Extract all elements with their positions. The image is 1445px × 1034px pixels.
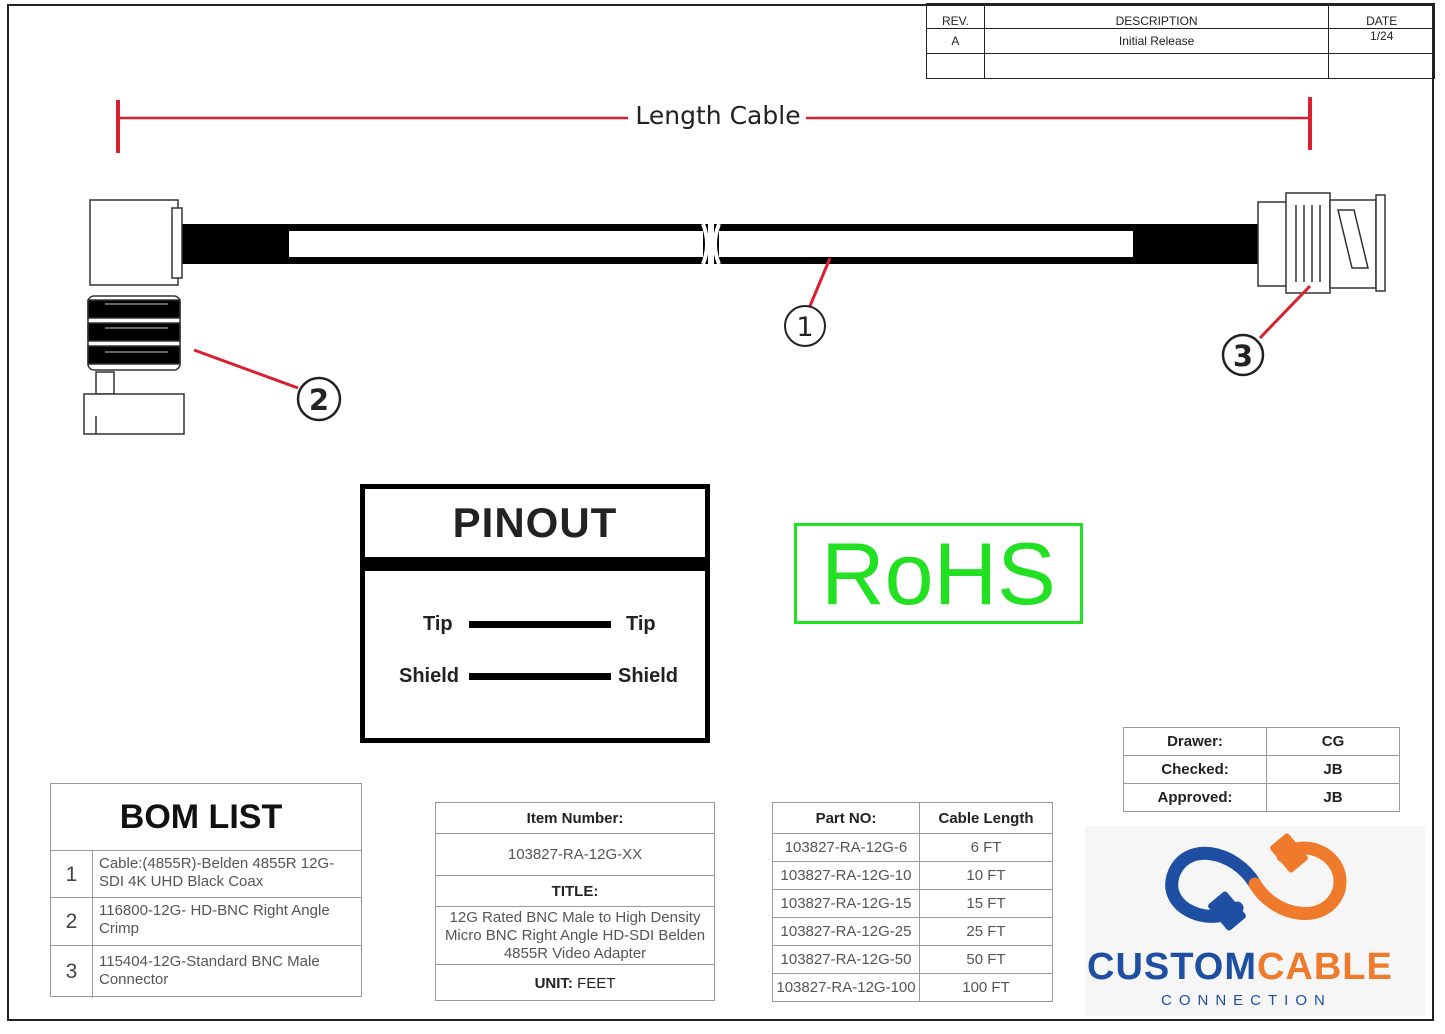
bom-row-1: 1 Cable:(4855R)-Belden 4855R 12G-SDI 4K … [51,850,361,898]
cable-drawing: Length Cable 1 [83,97,1386,435]
pin-shield-right: Shield [618,665,679,687]
bom-row-3: 3 115404-12G-Standard BNC Male Connector [51,945,361,998]
cable-length: 50 FT [919,945,1053,974]
approved-value: JB [1266,783,1400,812]
infinity-cable-icon [1165,833,1347,931]
svg-text:3: 3 [1233,339,1253,373]
bom-num: 1 [51,851,93,898]
pinout-divider [365,557,705,571]
logo-subtitle: CONNECTION [1161,992,1332,1009]
bom-desc: Cable:(4855R)-Belden 4855R 12G-SDI 4K UH… [99,855,335,890]
company-logo: CUSTOMCABLE CONNECTION [1085,826,1425,1016]
item-number-label: Item Number: [526,810,624,827]
straight-bnc-connector [1257,192,1386,294]
length-dimension: Length Cable [116,97,1312,153]
bom-title: BOM LIST [119,798,283,836]
part-no: 103827-RA-12G-10 [772,861,920,890]
pin-tip-left: Tip [423,613,453,635]
checked-label: Checked: [1123,755,1267,784]
svg-text:1: 1 [796,312,813,343]
length-label: Length Cable [635,101,800,130]
title-block: Item Number: 103827-RA-12G-XX TITLE: 12G… [435,802,715,1001]
part-no: 103827-RA-12G-15 [772,889,920,918]
drawer-value: CG [1266,727,1400,756]
callout-2: 2 [193,348,342,422]
title-label: TITLE: [436,875,714,907]
description-header: DESCRIPTION [983,3,1330,29]
unit-label: UNIT: [534,975,573,992]
bom-desc: 115404-12G-Standard BNC Male Connector [99,953,320,988]
pinout-box: PINOUT Tip Tip Shield Shield [360,484,710,743]
title-value: 12G Rated BNC Male to High Density Micro… [436,906,714,964]
unit-row: UNIT: FEET [436,964,714,1002]
date-value: 1/24 [1328,28,1435,54]
rev-empty [926,53,985,79]
callout-1: 1 [784,257,832,347]
approved-label: Approved: [1123,783,1267,812]
unit-value: FEET [577,975,616,992]
drawing-frame [7,4,1434,1021]
revision-table: REV. DESCRIPTION DATE A Initial Release … [926,3,1435,79]
part-no-header: Part NO: [772,802,920,834]
date-empty [1328,53,1435,79]
bom-num: 3 [51,946,93,998]
pin-shield-wire [469,673,611,680]
cable-length-header: Cable Length [919,802,1053,834]
pin-tip-right: Tip [626,613,656,635]
logo-word-custom: CUSTOM [1087,946,1257,988]
checked-value: JB [1266,755,1400,784]
bom-list: BOM LIST 1 Cable:(4855R)-Belden 4855R 12… [50,783,362,998]
part-no: 103827-RA-12G-6 [772,833,920,862]
bom-desc: 116800-12G- HD-BNC Right Angle Crimp [99,902,330,937]
cable-length: 100 FT [919,973,1053,1002]
signature-table: Drawer: CG Checked: JB Approved: JB [1123,727,1400,812]
pin-shield-left: Shield [399,665,460,687]
cable-body [178,223,1262,265]
right-angle-bnc-connector [83,199,185,435]
pinout-title: PINOUT [452,499,618,546]
callout-3: 3 [1221,284,1312,377]
logo-word-cable: CABLE [1256,946,1393,988]
cable-length: 15 FT [919,889,1053,918]
bom-row-2: 2 116800-12G- HD-BNC Right Angle Crimp [51,897,361,946]
item-number-value: 103827-RA-12G-XX [436,833,714,876]
part-no: 103827-RA-12G-50 [772,945,920,974]
cable-length: 6 FT [919,833,1053,862]
svg-text:2: 2 [309,383,329,417]
description-empty [983,53,1330,79]
logo-wordmark: CUSTOMCABLE [1087,946,1393,989]
bom-num: 2 [51,898,93,946]
cable-length: 10 FT [919,861,1053,890]
rohs-badge: RoHS [794,523,1083,624]
pin-tip-wire [469,621,611,628]
drawer-label: Drawer: [1123,727,1267,756]
part-no: 103827-RA-12G-25 [772,917,920,946]
part-no: 103827-RA-12G-100 [772,973,920,1002]
cable-length: 25 FT [919,917,1053,946]
date-header: DATE [1328,3,1435,29]
